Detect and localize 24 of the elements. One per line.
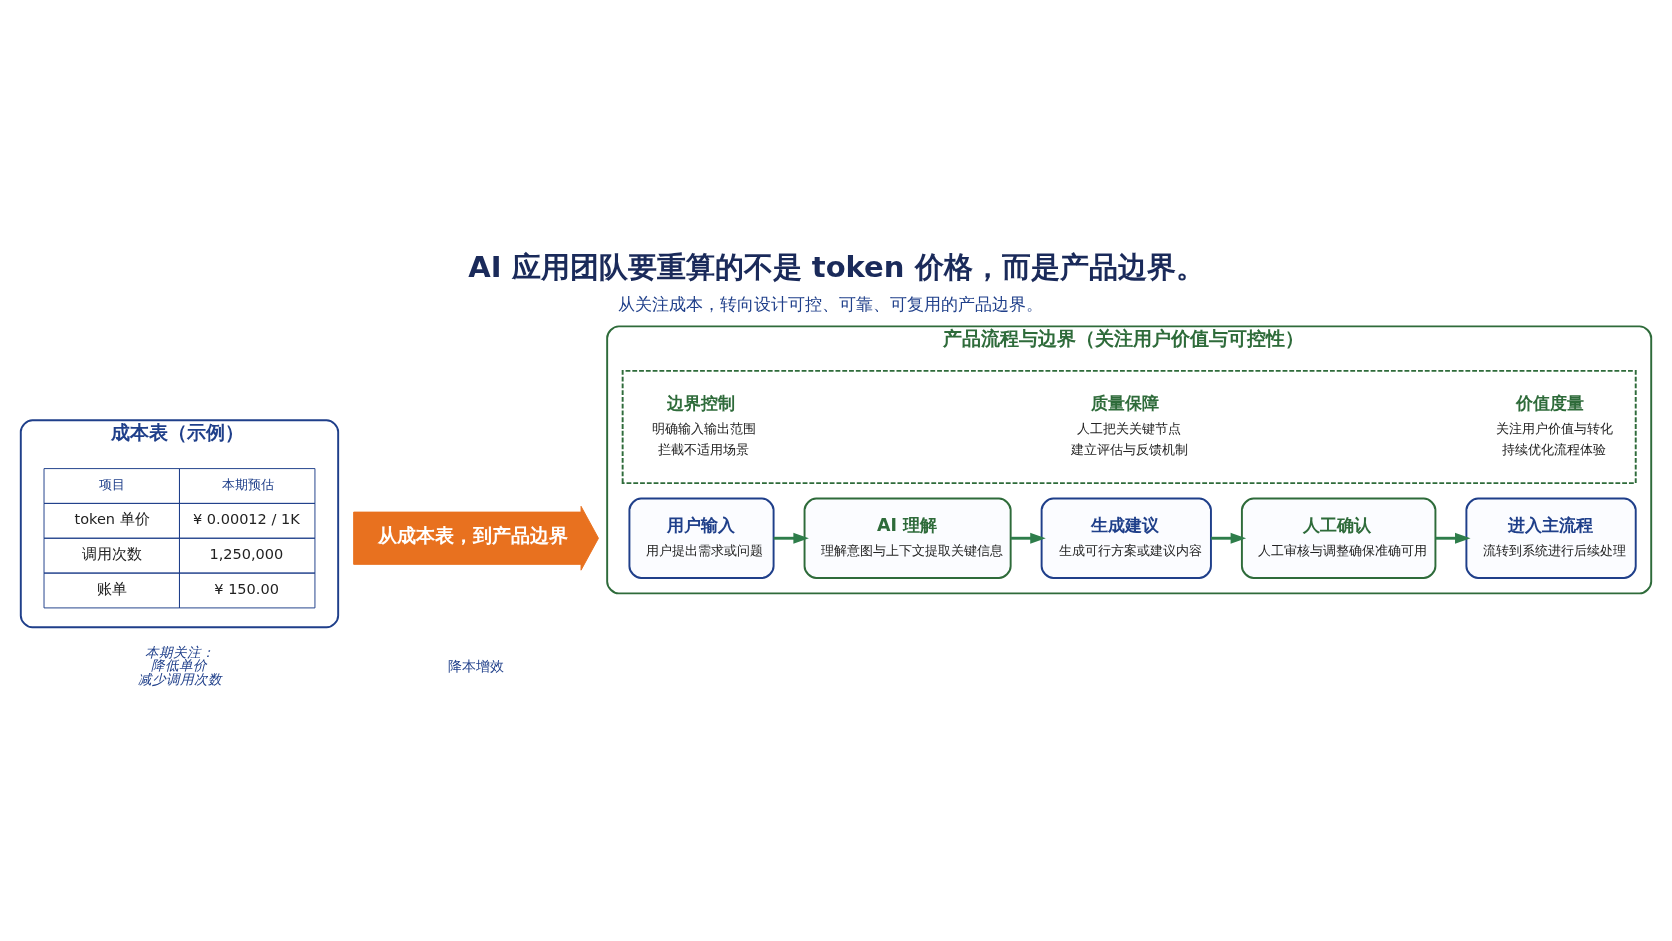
cluster [621, 369, 1637, 484]
node-text: 质量保障 人工把关关键节点 建立评估与反馈机制 [1071, 392, 1189, 457]
caption: 从关注成本，转向设计可控、可靠、可复用的产品边界。 [617, 293, 1043, 314]
diagram-title: AI 应用团队要重算的不是 token 价格，而是产品边界。 [468, 249, 1205, 284]
label: token 单价 [74, 510, 150, 527]
label: 1,250,000 [209, 545, 284, 562]
arrow [1010, 532, 1046, 544]
node-box: AI 理解 理解意图与上下文提取关键信息 [803, 497, 1012, 579]
label: 本期预估 [222, 476, 275, 492]
arrow [1211, 532, 1247, 544]
node-box: 人工确认 人工审核与调整确保准确可用 [1240, 497, 1437, 579]
label: 项目 [99, 476, 126, 492]
label: ¥ 0.00012 / 1K [193, 510, 300, 527]
node-box: 进入主流程 流转到系统进行后续处理 [1465, 497, 1637, 579]
label: 调用次数 [82, 545, 143, 562]
node-box: 生成建议 生成可行方案或建议内容 [1040, 497, 1212, 579]
label: ¥ 150.00 [214, 580, 279, 597]
arrow [773, 532, 809, 544]
node-text: 价值度量 关注用户价值与转化 持续优化流程体验 [1495, 392, 1613, 457]
arrow [1435, 532, 1471, 544]
label: 降本增效 [447, 657, 504, 674]
node-text: 边界控制 明确输入输出范围 拦截不适用场景 [652, 392, 757, 457]
label: 账单 [96, 580, 127, 597]
node-box: 用户输入 用户提出需求或问题 [628, 497, 775, 579]
